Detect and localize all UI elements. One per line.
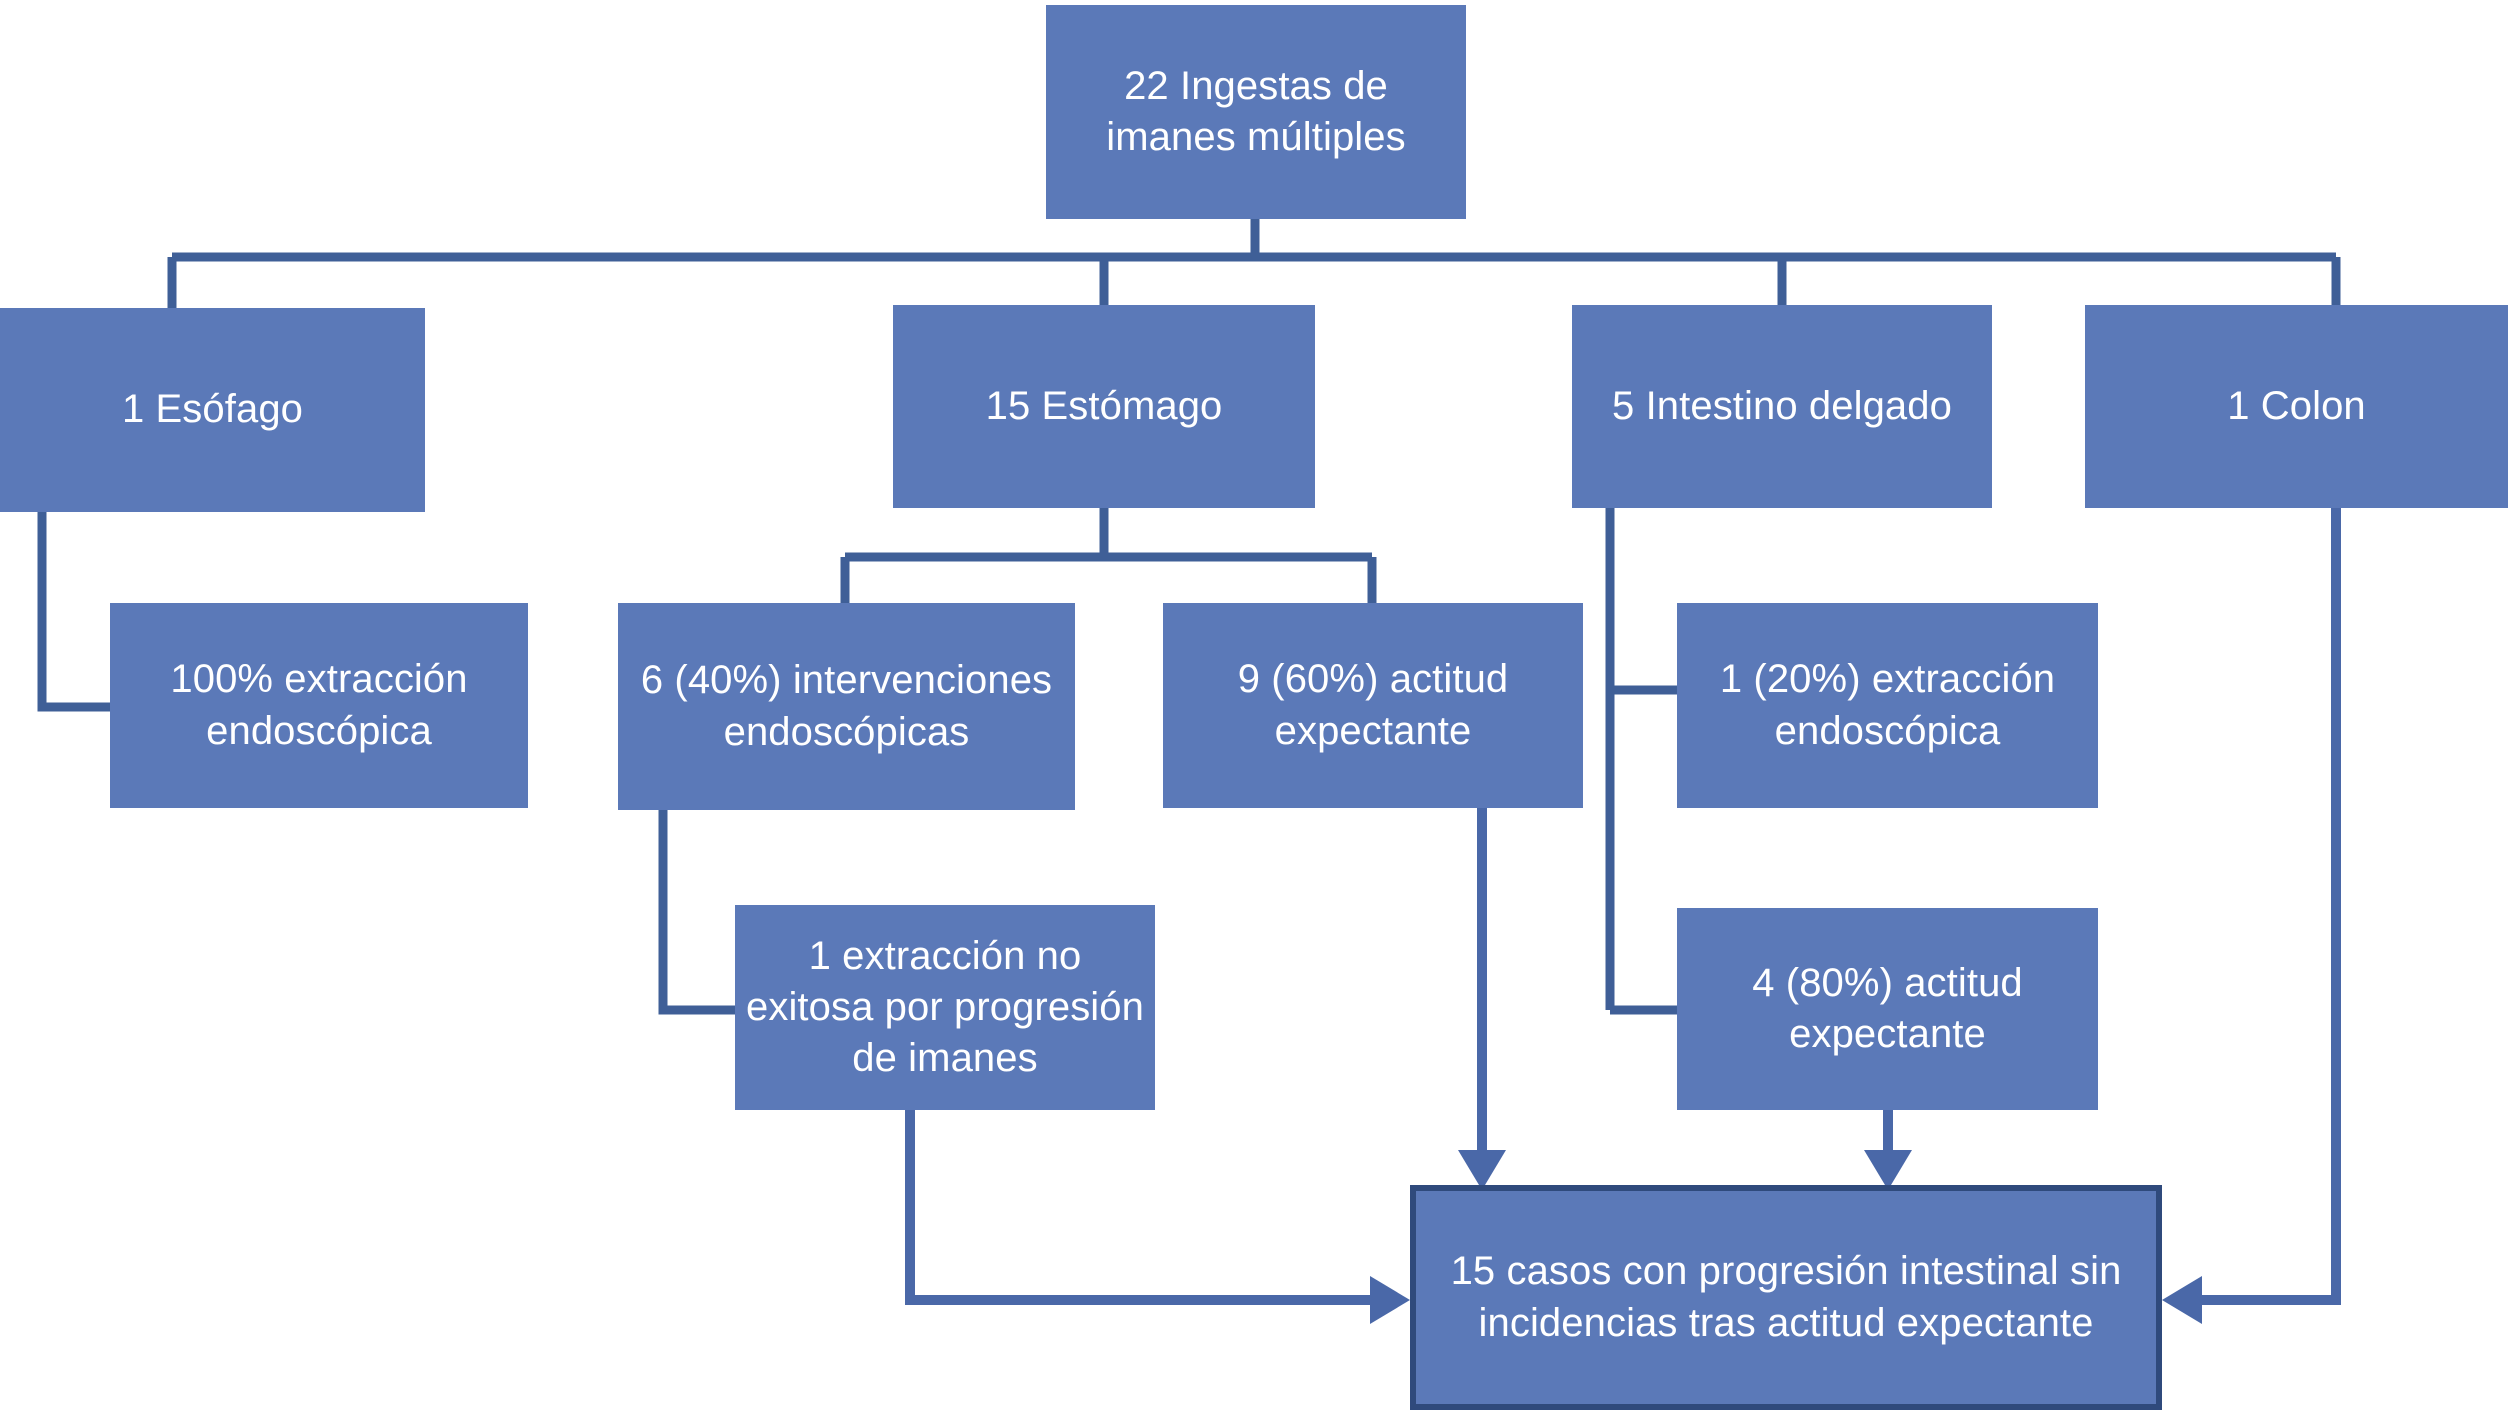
node-intestino-expectante[interactable]: 4 (80%) actitud expectante xyxy=(1677,908,2098,1110)
node-final-outcome[interactable]: 15 casos con progresión intestinal sin i… xyxy=(1410,1185,2162,1410)
connector-esofago-to-extraccion xyxy=(37,512,112,712)
node-colon[interactable]: 1 Colon xyxy=(2085,305,2508,508)
connector-no-exitosa-to-final xyxy=(905,1110,1388,1305)
node-intestino-expectante-label: 4 (80%) actitud expectante xyxy=(1752,960,2023,1056)
arrowhead-intestino-expectante-to-final xyxy=(1864,1150,1912,1190)
node-estomago[interactable]: 15 Estómago xyxy=(893,305,1315,508)
node-estomago-intervenciones[interactable]: 6 (40%) intervenciones endoscópicas xyxy=(618,603,1075,810)
node-esofago-extraccion-label: 100% extracción endoscópica xyxy=(170,657,468,753)
node-estomago-label: 15 Estómago xyxy=(985,383,1223,428)
node-esofago[interactable]: 1 Esófago xyxy=(0,308,425,512)
node-estomago-expectante[interactable]: 9 (60%) actitud expectante xyxy=(1163,603,1583,808)
connector-intervenciones-to-no-exitosa xyxy=(658,810,735,1015)
node-extraccion-no-exitosa[interactable]: 1 extracción no exitosa por progresión d… xyxy=(735,905,1155,1110)
node-estomago-expectante-label: 9 (60%) actitud expectante xyxy=(1237,657,1509,753)
node-intestino-extraccion[interactable]: 1 (20%) extracción endoscópica xyxy=(1677,603,2098,808)
node-esofago-label: 1 Esófago xyxy=(121,387,304,432)
node-estomago-intervenciones-label: 6 (40%) intervenciones endoscópicas xyxy=(640,658,1053,754)
node-colon-label: 1 Colon xyxy=(2227,383,2366,428)
arrowhead-no-exitosa-to-final xyxy=(1370,1276,1410,1324)
node-intestino-extraccion-label: 1 (20%) extracción endoscópica xyxy=(1719,657,2056,753)
connector-colon-to-final xyxy=(2184,508,2341,1305)
node-extraccion-no-exitosa-label: 1 extracción no exitosa por progresión d… xyxy=(746,933,1144,1081)
node-intestino-delgado[interactable]: 5 Intestino delgado xyxy=(1572,305,1992,508)
node-root[interactable]: 22 Ingestas de imanes múltiples xyxy=(1046,5,1466,219)
node-esofago-extraccion[interactable]: 100% extracción endoscópica xyxy=(110,603,528,808)
node-root-label: 22 Ingestas de imanes múltiples xyxy=(1106,63,1406,159)
node-intestino-delgado-label: 5 Intestino delgado xyxy=(1612,383,1952,428)
arrowhead-colon-to-final xyxy=(2162,1276,2202,1324)
arrowhead-expectante-to-final xyxy=(1458,1150,1506,1190)
node-final-outcome-label: 15 casos con progresión intestinal sin i… xyxy=(1450,1249,2122,1345)
